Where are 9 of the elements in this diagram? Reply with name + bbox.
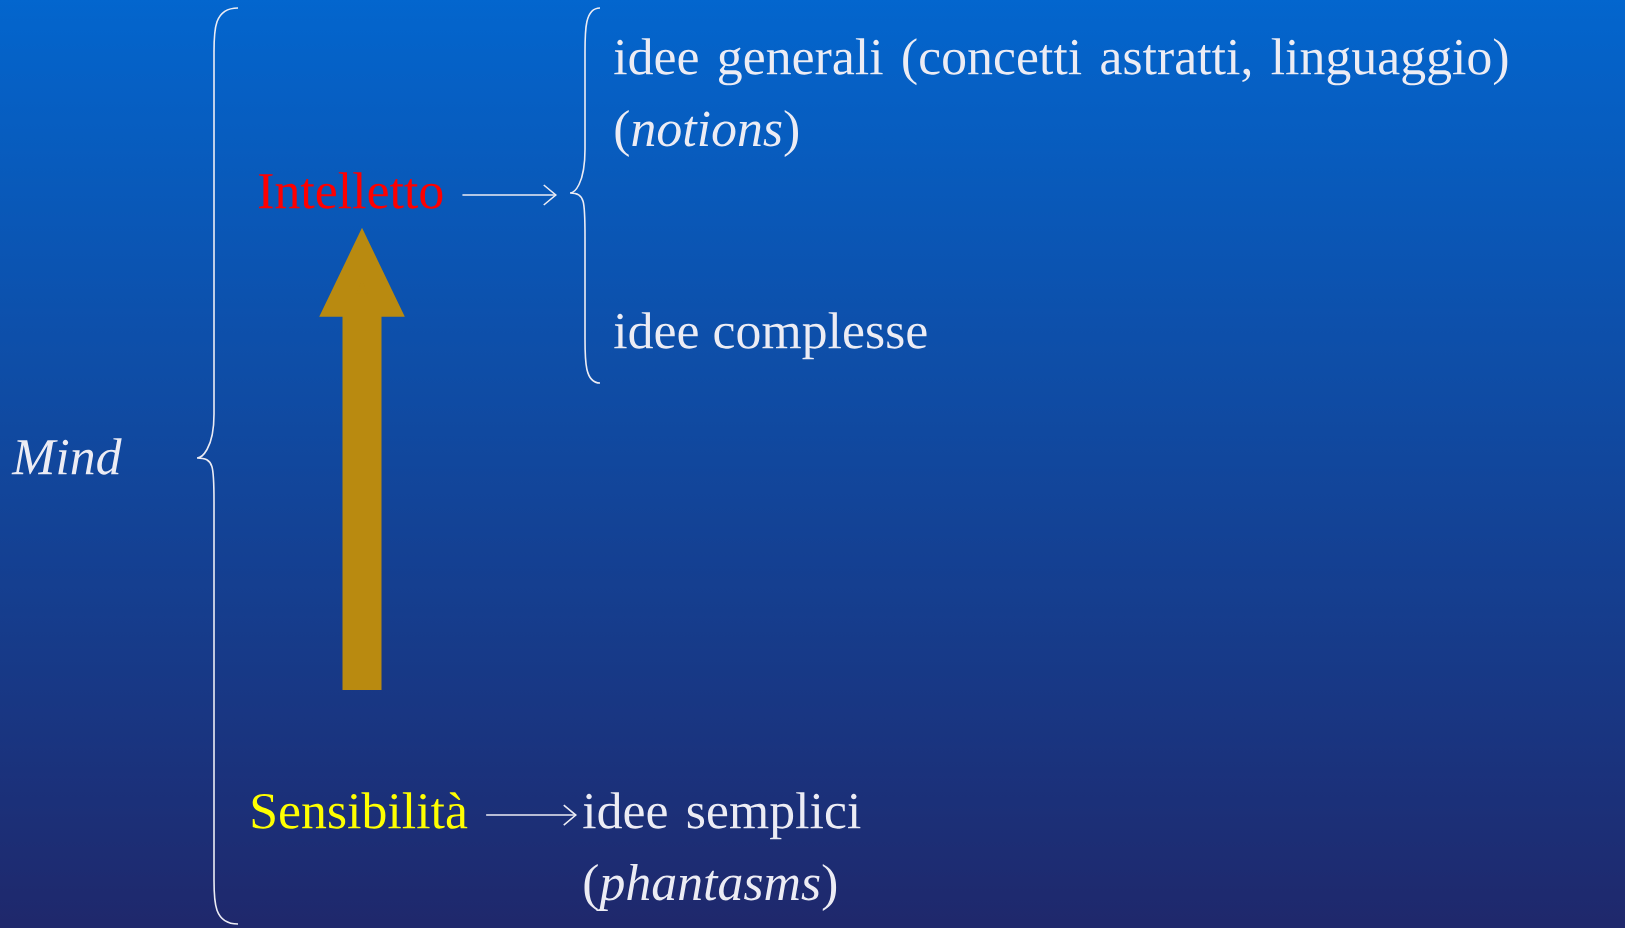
faculty-label: Sensibilità	[252, 792, 468, 829]
idea-text: idee generali (concetti astratti, linguaggio) (notions)	[614, 38, 1508, 157]
idea-text: idee complesse	[614, 312, 927, 360]
mind-label: Mind	[11, 438, 122, 475]
arrow	[485, 804, 577, 826]
arrow	[461, 184, 557, 206]
faculty-label: Intelletto	[259, 172, 443, 209]
idea-text: idee semplici (phantasms)	[583, 792, 861, 911]
curly-brace	[569, 7, 601, 384]
